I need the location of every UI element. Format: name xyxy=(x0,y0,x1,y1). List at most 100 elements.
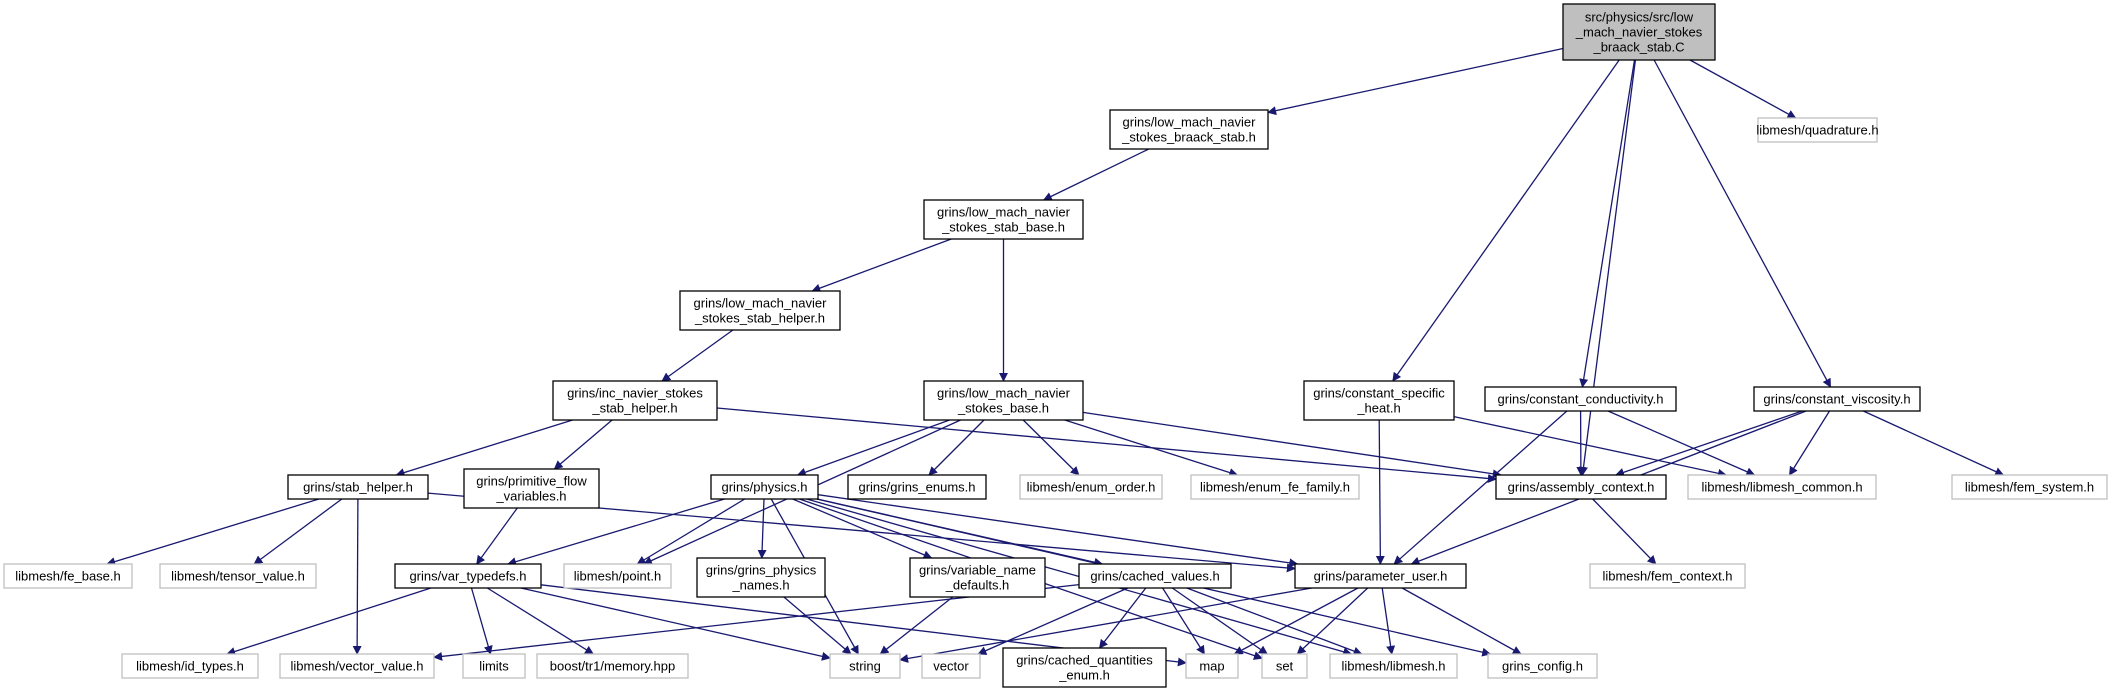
node-label: _variables.h xyxy=(495,489,566,504)
node-box xyxy=(1185,653,1239,679)
node-label: grins/parameter_user.h xyxy=(1314,569,1448,584)
node-label: _names.h xyxy=(731,578,789,593)
node-var-typedefs-h[interactable]: grins/var_typedefs.h xyxy=(394,563,542,589)
node-label: src/physics/src/low xyxy=(1585,10,1694,25)
edge-parameter_user_h-to-map xyxy=(1233,587,1359,655)
node-box xyxy=(463,468,600,509)
node-label: _braack_stab.C xyxy=(1592,40,1684,55)
edge-const_specific_heat_h-to-parameter_user_h xyxy=(1375,419,1385,565)
node-label: grins/stab_helper.h xyxy=(303,480,413,495)
edge-const_viscosity_h-to-assembly_context_h xyxy=(1615,410,1803,477)
edge-cached_values_h-to-cached_quantities_enum_h xyxy=(1098,587,1147,649)
edge-lmns_stab_base_h-to-lmns_stab_helper_h xyxy=(811,238,952,293)
node-box xyxy=(1951,474,2108,500)
node-fe-base-h: libmesh/fe_base.h xyxy=(3,563,133,589)
edge-parameter_user_h-to-libmesh_libmesh_h xyxy=(1381,587,1396,655)
edge-parameter_user_h-to-string xyxy=(899,587,1312,663)
node-lmns-stab-helper-h[interactable]: grins/low_mach_navier_stokes_stab_helper… xyxy=(679,290,841,331)
node-primitive-flow-h[interactable]: grins/primitive_flow_variables.h xyxy=(463,468,600,509)
edge-const_viscosity_h-to-fem_system_h xyxy=(1863,410,2005,476)
node-box xyxy=(1484,386,1677,412)
node-enum-order-h: libmesh/enum_order.h xyxy=(1019,474,1163,500)
node-label: grins/constant_viscosity.h xyxy=(1763,392,1910,407)
node-const-viscosity-h[interactable]: grins/constant_viscosity.h xyxy=(1753,386,1921,412)
node-box xyxy=(1294,563,1467,589)
node-label: limits xyxy=(479,659,509,674)
node-box xyxy=(923,380,1084,421)
node-box xyxy=(1589,563,1746,589)
node-string: string xyxy=(829,653,901,679)
edge-const_viscosity_h-to-libmesh_common_h xyxy=(1788,410,1831,476)
node-label: vector xyxy=(933,659,969,674)
node-lmns-base-h[interactable]: grins/low_mach_navier_stokes_base.h xyxy=(923,380,1084,421)
node-libmesh-common-h: libmesh/libmesh_common.h xyxy=(1687,474,1877,500)
node-label: grins/low_mach_navier xyxy=(937,386,1071,401)
node-box xyxy=(923,199,1084,240)
node-label: _stokes_stab_helper.h xyxy=(694,311,825,326)
node-box xyxy=(563,563,672,589)
node-label: libmesh/quadrature.h xyxy=(1756,123,1878,138)
node-lmns-stab-base-h[interactable]: grins/low_mach_navier_stokes_stab_base.h xyxy=(923,199,1084,240)
edge-lmns_base_h-to-grins_enums_h xyxy=(928,419,985,476)
edge-root-to-assembly_context_h xyxy=(1579,59,1637,476)
node-root[interactable]: src/physics/src/low_mach_navier_stokes_b… xyxy=(1562,3,1716,61)
node-label: grins/constant_specific xyxy=(1313,386,1445,401)
node-box xyxy=(1487,653,1598,679)
node-box xyxy=(1753,386,1921,412)
node-label: grins/inc_navier_stokes xyxy=(567,386,703,401)
edge-stab_helper_h-to-fe_base_h xyxy=(106,498,320,566)
node-tensor-value-h: libmesh/tensor_value.h xyxy=(159,563,317,589)
edge-variable_name_defaults_h-to-string xyxy=(879,596,954,655)
node-box xyxy=(847,474,987,500)
node-grins-physics-names-h[interactable]: grins/grins_physics_names.h xyxy=(696,557,826,598)
node-box xyxy=(552,380,718,421)
edge-var_typedefs_h-to-string xyxy=(520,587,831,661)
node-box xyxy=(1687,474,1877,500)
edge-lmns_stab_helper_h-to-inc_ns_stab_helper_h xyxy=(661,329,734,382)
node-grins-enums-h[interactable]: grins/grins_enums.h xyxy=(847,474,987,500)
edges-layer xyxy=(106,47,2005,667)
node-assembly-context-h[interactable]: grins/assembly_context.h xyxy=(1495,474,1667,500)
edge-lmns_base_h-to-enum_fe_family_h xyxy=(1064,419,1239,477)
edge-cached_values_h-to-map xyxy=(1162,587,1205,655)
node-box xyxy=(1495,474,1667,500)
edge-lmns_base_h-to-physics_h xyxy=(796,419,950,477)
node-label: _stokes_braack_stab.h xyxy=(1121,130,1256,145)
node-label: string xyxy=(849,659,881,674)
edge-parameter_user_h-to-grins_config_h xyxy=(1401,587,1522,655)
node-box xyxy=(1002,647,1167,688)
node-label: grins/cached_quantities xyxy=(1016,653,1153,668)
node-libmesh-libmesh-h: libmesh/libmesh.h xyxy=(1329,653,1458,679)
node-point-h: libmesh/point.h xyxy=(563,563,672,589)
node-label: libmesh/vector_value.h xyxy=(291,659,424,674)
node-box xyxy=(1109,109,1269,150)
node-parameter-user-h[interactable]: grins/parameter_user.h xyxy=(1294,563,1467,589)
node-label: _defaults.h xyxy=(945,578,1010,593)
node-stab-helper-h[interactable]: grins/stab_helper.h xyxy=(287,474,429,500)
edge-physics_h-to-variable_name_defaults_h xyxy=(792,498,933,559)
node-cached-values-h[interactable]: grins/cached_values.h xyxy=(1078,563,1232,589)
node-variable-name-defaults-h[interactable]: grins/variable_name_defaults.h xyxy=(909,557,1046,598)
node-label: grins/cached_values.h xyxy=(1090,569,1219,584)
node-label: grins/variable_name xyxy=(919,563,1036,578)
node-label: _heat.h xyxy=(1356,401,1400,416)
node-const-conductivity-h[interactable]: grins/constant_conductivity.h xyxy=(1484,386,1677,412)
node-label: libmesh/libmesh.h xyxy=(1341,659,1445,674)
node-cached-quantities-enum-h[interactable]: grins/cached_quantities_enum.h xyxy=(1002,647,1167,688)
node-lmns-braack-stab-h[interactable]: grins/low_mach_navier_stokes_braack_stab… xyxy=(1109,109,1269,150)
node-label: libmesh/enum_order.h xyxy=(1027,480,1156,495)
node-fem-context-h: libmesh/fem_context.h xyxy=(1589,563,1746,589)
node-label: libmesh/point.h xyxy=(574,569,661,584)
node-label: grins_config.h xyxy=(1502,659,1583,674)
node-label: boost/tr1/memory.hpp xyxy=(550,659,675,674)
node-label: grins/low_mach_navier xyxy=(694,296,828,311)
edge-root-to-const_specific_heat_h xyxy=(1392,59,1620,382)
node-label: grins/low_mach_navier xyxy=(937,205,1071,220)
node-const-specific-heat-h[interactable]: grins/constant_specific_heat.h xyxy=(1303,380,1455,421)
node-inc-ns-stab-helper-h[interactable]: grins/inc_navier_stokes_stab_helper.h xyxy=(552,380,718,421)
node-box xyxy=(909,557,1046,598)
edge-const_specific_heat_h-to-libmesh_common_h xyxy=(1453,415,1727,478)
node-label: libmesh/enum_fe_family.h xyxy=(1200,480,1350,495)
node-physics-h[interactable]: grins/physics.h xyxy=(710,474,819,500)
node-label: grins/grins_enums.h xyxy=(858,480,975,495)
